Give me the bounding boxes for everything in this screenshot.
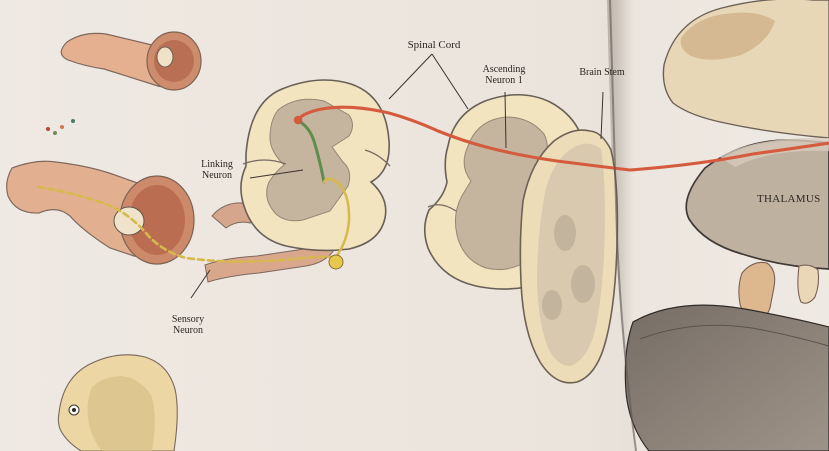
lower-right-brain-lobe (625, 305, 829, 451)
ascending-neuron-line-2: Neuron 1 (468, 75, 540, 86)
sensory-neuron-cell-body (329, 255, 343, 269)
sensory-neuron-line-1: Sensory (164, 314, 212, 325)
ascending-neuron-cell-body (294, 116, 303, 125)
spinal-cord-label: Spinal Cord (398, 39, 470, 51)
sensory-neuron-line-2: Neuron (164, 325, 212, 336)
ascending-neuron-label: Ascending Neuron 1 (468, 64, 540, 86)
brain-stem-label: Brain Stem (573, 67, 631, 78)
spinal-cord-section-left (241, 80, 390, 250)
linking-neuron-line-1: Linking (193, 159, 241, 170)
thalamus-label: THALAMUS (757, 193, 829, 205)
sensory-neuron-label: Sensory Neuron (164, 314, 212, 336)
linking-neuron-line-2: Neuron (193, 170, 241, 181)
ascending-neuron-line-1: Ascending (468, 64, 540, 75)
linking-neuron-label: Linking Neuron (193, 159, 241, 181)
